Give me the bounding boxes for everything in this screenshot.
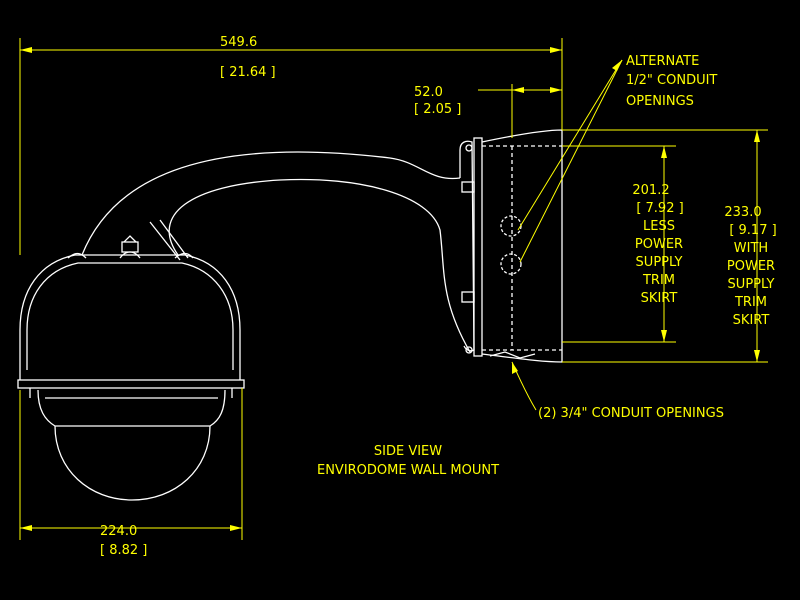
- arm-outer-edge: [81, 151, 461, 256]
- dimension-height-with-skirt: [562, 129, 768, 363]
- alternate-conduit-line-2: 1/2" CONDUIT: [626, 73, 717, 88]
- conduit-opening-upper: [500, 215, 522, 237]
- conduit-opening-lower: [500, 253, 522, 275]
- dimension-overall-width: [19, 38, 563, 255]
- alternate-conduit-line-1: ALTERNATE: [626, 54, 699, 69]
- arm-joint: [149, 219, 189, 261]
- with-skirt-inch: [ 9.17 ]: [729, 223, 776, 238]
- callout-alternate-conduit-leaders: [517, 59, 623, 263]
- with-skirt-line-4: TRIM: [734, 295, 767, 310]
- callout-conduit-openings-leader: [511, 361, 537, 411]
- flange-depth-value: 52.0: [414, 85, 443, 100]
- less-skirt-line-3: SUPPLY: [636, 255, 683, 270]
- with-skirt-line-2: POWER: [727, 259, 775, 274]
- wall-bracket: [459, 129, 563, 363]
- conduit-openings-label: (2) 3/4" CONDUIT OPENINGS: [538, 406, 724, 421]
- flange-depth-inch: [ 2.05 ]: [414, 102, 461, 117]
- caption-side-view: SIDE VIEW: [374, 444, 442, 459]
- power-supply-box: [481, 129, 563, 363]
- less-skirt-line-2: POWER: [635, 237, 683, 252]
- dome-housing: [19, 254, 241, 380]
- with-skirt-line-3: SUPPLY: [728, 277, 775, 292]
- dome-width-inch: [ 8.82 ]: [100, 543, 147, 558]
- bracket-tab-top: [461, 181, 475, 193]
- bracket-flange: [459, 140, 475, 352]
- box-bottom-detail: [489, 351, 536, 359]
- dome-width-value: 224.0: [100, 524, 137, 539]
- bracket-screw-bottom: [465, 346, 473, 354]
- dimension-dome-width: [19, 388, 243, 540]
- box-hidden-lines: [482, 145, 562, 351]
- alternate-conduit-line-3: OPENINGS: [626, 94, 694, 109]
- with-skirt-line-5: SKIRT: [733, 313, 770, 328]
- dome-housing-inner: [26, 262, 234, 370]
- dome-lug: [121, 241, 139, 253]
- bracket-plate: [473, 137, 483, 357]
- dome-lug-cap: [123, 235, 137, 243]
- dome-base-ring: [17, 379, 245, 389]
- dimension-height-less-skirt: [562, 145, 676, 343]
- less-skirt-inch: [ 7.92 ]: [636, 201, 683, 216]
- dome-bubble: [54, 425, 211, 501]
- bracket-tab-bottom: [461, 291, 475, 303]
- with-skirt-line-1: WITH: [734, 241, 768, 256]
- less-skirt-line-1: LESS: [643, 219, 675, 234]
- with-skirt-value: 233.0: [724, 205, 761, 220]
- bracket-screw-top: [465, 144, 473, 152]
- wall-arm: [81, 151, 471, 353]
- less-skirt-line-5: SKIRT: [641, 291, 678, 306]
- overall-width-value: 549.6: [220, 35, 257, 50]
- dome-ring-edges: [29, 388, 233, 398]
- arm-inner-edge: [168, 178, 471, 353]
- dome-trim-skirt: [37, 389, 226, 427]
- camera-dome-assembly: [17, 235, 245, 501]
- caption-envirodome: ENVIRODOME WALL MOUNT: [317, 463, 499, 478]
- less-skirt-value: 201.2: [632, 183, 669, 198]
- overall-width-inch: [ 21.64 ]: [220, 65, 276, 80]
- less-skirt-line-4: TRIM: [642, 273, 675, 288]
- dimension-flange-depth: [478, 84, 562, 138]
